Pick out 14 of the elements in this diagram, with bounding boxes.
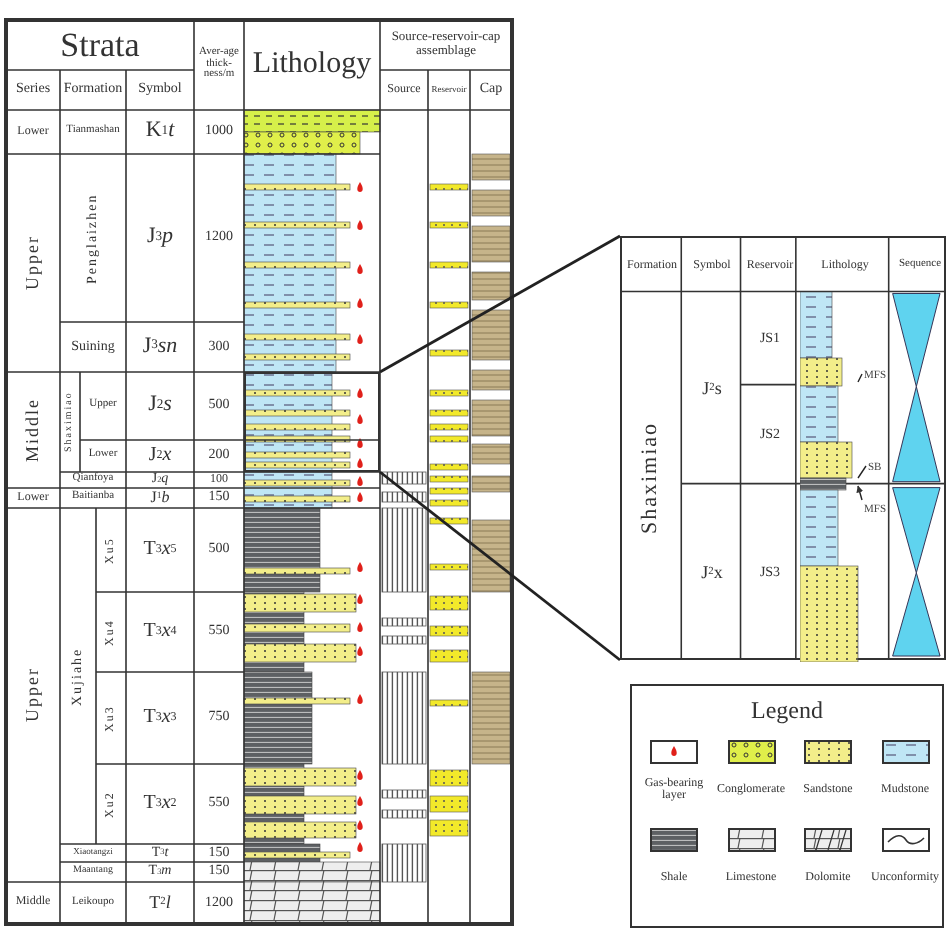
series-label: Upper [19, 233, 44, 295]
series-label: Upper [19, 665, 44, 727]
column-header: Lithology [250, 45, 374, 84]
leader-line [856, 485, 864, 501]
leader-line [857, 465, 867, 479]
formation-label: Shaximiao [636, 418, 665, 538]
zoom-line [379, 470, 621, 662]
series-label: Middle [19, 396, 44, 466]
zoom-line [379, 234, 621, 374]
picture [800, 292, 860, 662]
zoomed-interval [244, 372, 380, 472]
table-title: Strata [58, 23, 142, 68]
legend-title: Legend [749, 693, 825, 728]
leader-line [857, 373, 863, 383]
